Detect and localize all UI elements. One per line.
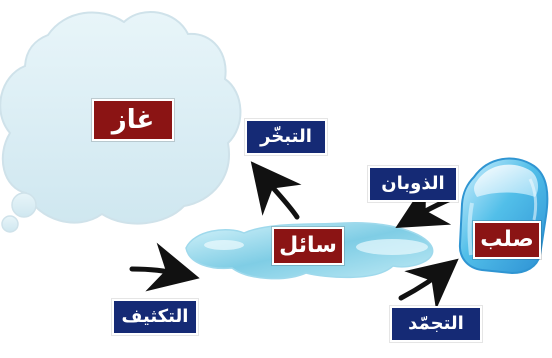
gas-label: غاز [92, 99, 174, 141]
evaporation-label: التبخّر [245, 119, 327, 155]
freezing-label: التجمّد [390, 306, 482, 342]
melting-label: الذوبان [368, 166, 458, 202]
arrow-icon [129, 242, 200, 292]
arrow-icon [398, 258, 459, 310]
liquid-label: سائل [272, 227, 344, 265]
arrow-icon [250, 161, 302, 220]
condensation-label: التكثيف [112, 299, 198, 335]
solid-label: صلب [473, 221, 541, 259]
